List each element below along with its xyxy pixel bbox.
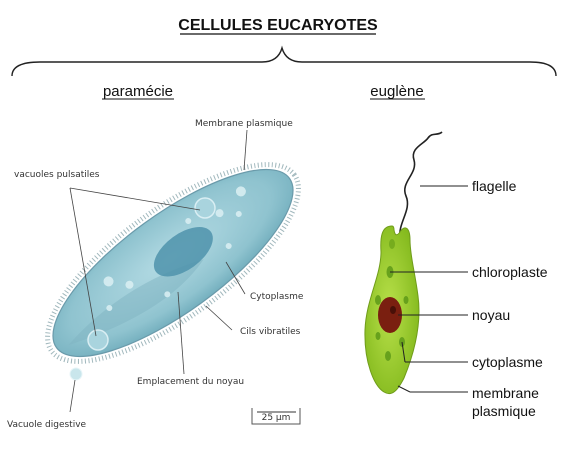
label-noyau: noyau xyxy=(472,307,510,323)
label-cytoplasme-paramecie: Cytoplasme xyxy=(250,292,304,302)
label-emplacement-noyau: Emplacement du noyau xyxy=(137,377,244,387)
label-chloroplaste: chloroplaste xyxy=(472,264,548,280)
pulsating-vacuole-1 xyxy=(87,329,109,351)
brace xyxy=(11,45,557,77)
paramecium-leaders xyxy=(69,129,248,413)
small-vacuoles xyxy=(103,186,246,312)
diagram-title: CELLULES EUCARYOTES xyxy=(178,17,378,34)
label-plasmique: plasmique xyxy=(472,403,536,419)
label-membrane: membrane xyxy=(472,385,539,401)
euglena-leaders xyxy=(390,185,468,393)
euglena xyxy=(364,131,443,395)
cilia xyxy=(45,162,301,364)
digestive-vacuole xyxy=(69,367,83,381)
label-vacuoles-pulsatiles: vacuoles pulsatiles xyxy=(14,170,100,180)
euglena-nucleus xyxy=(378,297,402,333)
paramecie-heading: paramécie xyxy=(103,83,173,100)
flagellum xyxy=(399,131,443,239)
euglene-heading: euglène xyxy=(370,83,423,100)
label-cils-vibratiles: Cils vibratiles xyxy=(240,327,301,337)
label-flagelle: flagelle xyxy=(472,178,517,194)
label-membrane-plasmique: Membrane plasmique xyxy=(195,119,293,129)
scale-frame xyxy=(251,408,301,425)
label-cytoplasme-euglene: cytoplasme xyxy=(472,354,543,370)
paramecium xyxy=(45,162,301,381)
paramecium-nucleus xyxy=(153,227,213,277)
scale-label: 25 µm xyxy=(262,413,291,423)
pulsating-vacuole-2 xyxy=(194,197,216,219)
label-vacuole-digestive: Vacuole digestive xyxy=(7,420,87,430)
